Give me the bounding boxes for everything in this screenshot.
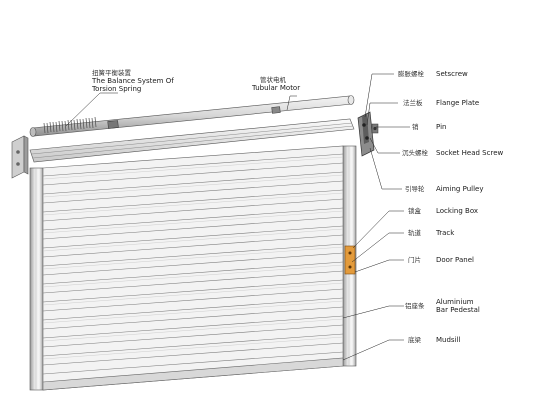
- door-drum: [29, 118, 355, 163]
- label-pin-en: Pin: [436, 123, 447, 131]
- label-flange-cn: 法兰板: [403, 99, 423, 107]
- label-alu-en-1: Aluminium: [436, 298, 474, 306]
- label-pin-cn: 销: [412, 123, 419, 131]
- label-torsion-en-2: Torsion Spring: [92, 85, 142, 93]
- left-bracket: [11, 135, 29, 179]
- label-socket-cn: 沉头螺栓: [402, 149, 428, 157]
- label-track-en: Track: [436, 229, 455, 237]
- left-track: [29, 167, 44, 391]
- label-track-cn: 轨道: [408, 229, 421, 237]
- locking-box: [344, 245, 356, 275]
- torsion-tube: [29, 95, 355, 137]
- label-lockbox-cn: 锁盒: [408, 207, 421, 215]
- label-torsion-en-1: The Balance System Of: [92, 77, 174, 85]
- label-alu-cn: 铝座条: [405, 302, 425, 310]
- label-aiming-cn: 引导轮: [405, 185, 425, 193]
- label-aiming-en: Aiming Pulley: [436, 185, 484, 193]
- label-socket-en: Socket Head Screw: [436, 149, 504, 157]
- label-motor-en: Tubular Motor: [252, 84, 301, 92]
- label-setscrew-cn: 膨胀螺栓: [398, 70, 424, 78]
- label-flange-en: Flange Plate: [436, 99, 480, 107]
- label-alu-en-2: Bar Pedestal: [436, 306, 480, 314]
- door-panel: [42, 145, 344, 391]
- label-panel-en: Door Panel: [436, 256, 474, 264]
- leader-lines: [65, 73, 410, 361]
- label-panel-cn: 门片: [408, 256, 421, 264]
- label-mudsill-cn: 底梁: [408, 336, 421, 344]
- label-setscrew-en: Setscrew: [436, 70, 468, 78]
- label-torsion-cn: 扭簧平衡装置: [92, 69, 131, 77]
- label-mudsill-en: Mudsill: [436, 336, 461, 344]
- label-motor-cn: 管状电机: [260, 76, 286, 84]
- label-lockbox-en: Locking Box: [436, 207, 479, 215]
